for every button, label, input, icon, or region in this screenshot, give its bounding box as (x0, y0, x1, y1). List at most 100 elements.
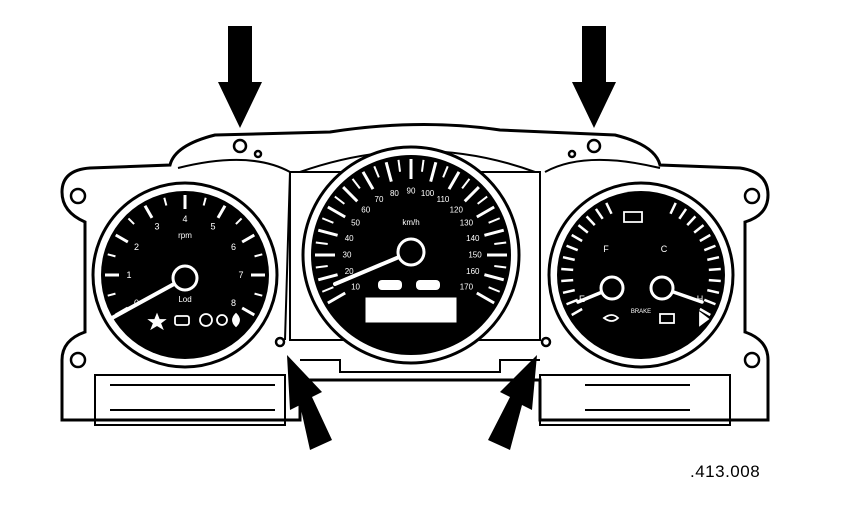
temp-hub (649, 275, 675, 301)
minor-tick (127, 217, 135, 225)
speedometer-unit-label: km/h (402, 218, 419, 227)
minor-tick (477, 195, 488, 205)
major-tick (484, 228, 505, 237)
mount-hole (69, 187, 87, 205)
callout-arrows (218, 26, 616, 450)
minor-tick (163, 197, 168, 206)
minor-tick (351, 178, 361, 189)
mount-hole (540, 336, 552, 348)
mount-hole (69, 351, 87, 369)
scale-label: 100 (421, 189, 435, 198)
aux-tick (605, 202, 613, 215)
oil-icon (232, 312, 240, 328)
tachometer-hub (171, 264, 199, 292)
major-tick (216, 204, 227, 219)
star-icon (147, 312, 167, 331)
aux-tick (703, 298, 716, 306)
aux-gauge-face (557, 191, 725, 359)
major-tick (476, 291, 495, 305)
lamp-icon (174, 315, 190, 326)
minor-tick (397, 159, 402, 172)
minor-tick (494, 264, 507, 269)
minor-tick (488, 286, 501, 293)
major-tick (143, 204, 154, 219)
aux-tick (571, 233, 583, 243)
major-tick (327, 205, 346, 219)
lower-tray-right (539, 374, 731, 426)
figure-reference-code: .413.008 (690, 462, 761, 481)
major-tick (384, 161, 393, 182)
major-tick (463, 186, 480, 203)
major-tick (447, 171, 461, 190)
major-tick (342, 186, 359, 203)
scale-label: 20 (345, 267, 354, 276)
scale-label: 40 (345, 234, 354, 243)
scale-label: 160 (466, 267, 480, 276)
aux-gauge-cluster: E F C H BRAKE (547, 181, 735, 369)
minor-tick (420, 159, 425, 172)
aux-warning-lamps (602, 211, 710, 327)
major-tick (476, 205, 495, 219)
aux-tick (577, 224, 589, 234)
major-tick (317, 273, 338, 282)
scale-label: 80 (390, 189, 399, 198)
aux-tick (571, 307, 583, 317)
light-icon (602, 314, 620, 322)
arrow-icon (699, 311, 710, 327)
major-tick (241, 306, 256, 317)
aux-tick (566, 244, 579, 252)
arrow-icon-bottom-left (287, 355, 332, 450)
aux-tick (707, 288, 720, 295)
scale-label: 3 (154, 222, 159, 232)
tachometer-warning-lamps (147, 312, 240, 331)
major-tick (327, 291, 346, 305)
arrow-icon-bottom-right (488, 355, 537, 450)
tachometer-sub-label: Lod (178, 295, 191, 304)
aux-tick (561, 267, 574, 272)
major-tick (241, 233, 256, 244)
mount-hole (586, 138, 602, 154)
circle-icon (216, 314, 228, 326)
scale-label: 2 (134, 242, 139, 252)
mounting-holes (69, 138, 761, 369)
fuel-hub (599, 275, 625, 301)
aux-tick (708, 267, 721, 272)
aux-tick (566, 298, 579, 306)
mount-hole (253, 149, 263, 159)
aux-tick (707, 255, 720, 262)
scale-label: 70 (375, 195, 384, 204)
odometer-display-top-right (416, 280, 440, 290)
minor-tick (461, 178, 471, 189)
aux-tick (708, 278, 721, 283)
housing-outer-outline (60, 122, 770, 422)
fuel-full-label: F (603, 244, 609, 254)
minor-tick (315, 264, 328, 269)
scale-label: 50 (351, 219, 360, 228)
scale-label: 150 (468, 251, 482, 260)
mount-hole (567, 149, 577, 159)
mount-hole (743, 351, 761, 369)
major-tick (317, 228, 338, 237)
arrow-icon-top-left (218, 26, 262, 128)
scale-label: 130 (460, 219, 474, 228)
centre-lower-step (300, 359, 540, 373)
tachometer-unit-label: rpm (178, 231, 192, 240)
odometer-display-top-left (378, 280, 402, 290)
aux-tick (585, 215, 596, 227)
minor-tick (107, 292, 116, 297)
aux-tick (678, 208, 688, 220)
scale-label: 7 (238, 270, 243, 280)
aux-tick (699, 307, 711, 317)
speedometer-hub (396, 237, 426, 267)
mount-hole (743, 187, 761, 205)
minor-tick (315, 241, 328, 246)
scale-label: 6 (231, 242, 236, 252)
aux-lamp-text: BRAKE (631, 309, 651, 315)
mount-hole (274, 336, 286, 348)
scale-label: 10 (351, 283, 360, 292)
minor-tick (254, 253, 263, 258)
scale-label: 4 (182, 214, 187, 224)
major-tick (484, 273, 505, 282)
speedometer-ticks (315, 159, 507, 305)
